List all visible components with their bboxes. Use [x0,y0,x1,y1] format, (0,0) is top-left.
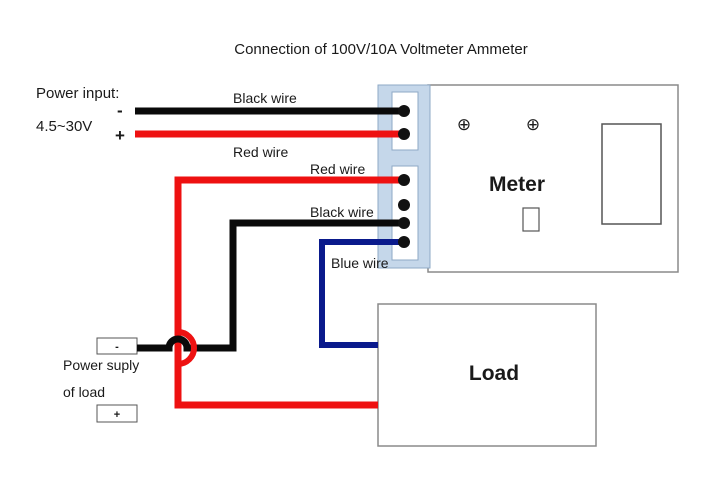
terminal-dot-4 [398,199,410,211]
terminal-block-upper-slot [391,91,419,151]
wire-label-black-top: Black wire [233,90,297,106]
meter-display-window [601,123,662,225]
power-input-plus-sign: + [115,126,125,145]
blue-wire-meter-to-load [319,239,402,348]
wire-label-red-mid: Red wire [310,161,365,177]
load-supply-minus-sign: - [115,341,119,353]
black-wire-supply-to-meter [137,219,402,352]
load-box [377,303,597,447]
red-wire-supply-to-meter [174,176,402,409]
terminal-dot-1 [398,105,410,117]
wire-label-red-top: Red wire [233,144,288,160]
meter-adjust-icon-right: ⊕ [526,115,540,134]
wire-label-blue: Blue wire [331,255,389,271]
terminal-dot-5 [398,217,410,229]
meter-adjust-icon-left: ⊕ [457,115,471,134]
wire-label-black-mid: Black wire [310,204,374,220]
red-wire-crossover-loop [177,329,197,367]
terminal-dot-3 [398,174,410,186]
power-input-range: 4.5~30V [36,118,92,135]
load-supply-plus-sign: + [114,409,120,421]
power-input-label: Power input: [36,85,119,102]
wires [135,107,402,409]
meter-small-button [522,207,540,232]
terminal-dot-6 [398,236,410,248]
power-input-minus-sign: - [117,101,123,120]
load-supply-plus-terminal [96,404,138,423]
load-supply-label-line2: of load [63,384,105,400]
diagram-title: Connection of 100V/10A Voltmeter Ammeter [234,41,528,58]
meter-label: Meter [489,173,545,196]
load-label: Load [469,362,519,385]
load-supply-label-line1: Power suply [63,357,139,373]
terminal-dot-2 [398,128,410,140]
